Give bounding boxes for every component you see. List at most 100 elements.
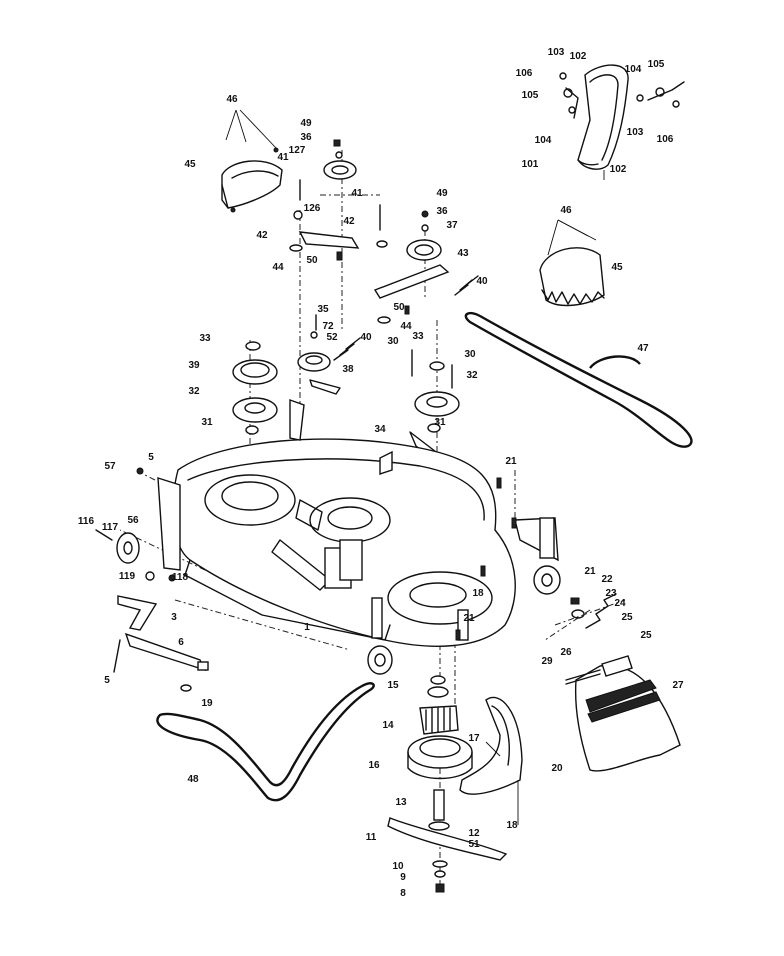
pulley-cover-right xyxy=(539,219,605,307)
callout-c52: 52 xyxy=(326,332,338,343)
callout-c46a: 46 xyxy=(226,94,238,105)
callout-c31b: 31 xyxy=(434,417,446,428)
idler-arm-right xyxy=(373,204,479,324)
callout-c56: 56 xyxy=(127,515,139,526)
callout-c33b: 33 xyxy=(412,331,424,342)
deflector-bracket-assembly xyxy=(559,64,685,180)
callout-c18a: 18 xyxy=(472,588,484,599)
callout-c127: 127 xyxy=(289,145,306,156)
callout-c102a: 102 xyxy=(570,51,587,62)
callout-c25a: 25 xyxy=(621,612,633,623)
callout-c11: 11 xyxy=(366,832,377,843)
callout-c30b: 30 xyxy=(464,349,476,360)
deck-studs xyxy=(455,477,517,641)
callout-c117: 117 xyxy=(102,522,119,533)
idler-pulley-center xyxy=(297,314,361,395)
callout-c16: 16 xyxy=(368,760,380,771)
callout-c41b: 41 xyxy=(351,188,363,199)
callout-c44a: 44 xyxy=(272,262,284,273)
callout-c35: 35 xyxy=(317,304,329,315)
callout-c103b: 103 xyxy=(627,127,644,138)
callout-c49b: 49 xyxy=(436,188,448,199)
callout-c10: 10 xyxy=(392,861,404,872)
callout-c36a: 36 xyxy=(300,132,312,143)
callout-c45a: 45 xyxy=(184,159,196,170)
callout-c102b: 102 xyxy=(610,164,627,175)
callout-c19: 19 xyxy=(201,698,213,709)
callout-c26: 26 xyxy=(560,647,572,658)
callout-c72: 72 xyxy=(322,321,334,332)
callout-c43: 43 xyxy=(457,248,469,259)
callout-c8: 8 xyxy=(400,888,406,899)
callout-c24: 24 xyxy=(614,598,626,609)
callout-c106a: 106 xyxy=(516,68,533,79)
callout-c42a: 42 xyxy=(256,230,268,241)
discharge-deflector-rod xyxy=(459,696,523,825)
callout-c105b: 105 xyxy=(648,59,665,70)
callout-c36b: 36 xyxy=(436,206,448,217)
callout-c126: 126 xyxy=(304,203,321,214)
pulley-stack-left xyxy=(232,341,278,435)
pulley-cover-left xyxy=(221,109,283,213)
callout-c22: 22 xyxy=(601,574,613,585)
callout-c39: 39 xyxy=(188,360,200,371)
mower-deck-housing xyxy=(172,399,516,647)
blade-spindle-assembly xyxy=(387,675,508,893)
callout-c21c: 21 xyxy=(584,566,596,577)
callout-c31a: 31 xyxy=(201,417,213,428)
callout-c45b: 45 xyxy=(611,262,623,273)
callout-c6: 6 xyxy=(178,637,184,648)
callout-c32a: 32 xyxy=(188,386,200,397)
callout-c20: 20 xyxy=(551,763,563,774)
callout-c13: 13 xyxy=(395,797,407,808)
callout-c119: 119 xyxy=(119,571,136,582)
front-hanger-and-wheel xyxy=(95,467,181,582)
callout-c104b: 104 xyxy=(625,64,642,75)
deck-link-rods xyxy=(113,595,209,692)
callout-c50b: 50 xyxy=(393,302,405,313)
callout-c1: 1 xyxy=(304,622,310,633)
callout-c14: 14 xyxy=(382,720,394,731)
callout-c40a: 40 xyxy=(476,276,488,287)
callout-c5a: 5 xyxy=(148,452,154,463)
callout-c37: 37 xyxy=(446,220,458,231)
callout-c104a: 104 xyxy=(535,135,552,146)
callout-c105a: 105 xyxy=(522,90,539,101)
callout-c48: 48 xyxy=(187,774,199,785)
callout-c47: 47 xyxy=(637,343,649,354)
callout-c101: 101 xyxy=(522,159,539,170)
callout-c21a: 21 xyxy=(505,456,517,467)
callout-c40b: 40 xyxy=(360,332,372,343)
discharge-chute xyxy=(554,593,681,772)
callout-c23: 23 xyxy=(605,588,617,599)
callout-c30a: 30 xyxy=(387,336,399,347)
callout-c29: 29 xyxy=(541,656,553,667)
callout-c41a: 41 xyxy=(277,152,289,163)
callout-c32b: 32 xyxy=(466,370,478,381)
callout-c12: 12 xyxy=(468,828,480,839)
callout-c5b: 5 xyxy=(104,675,110,686)
callout-c18b: 18 xyxy=(506,820,518,831)
belt-48 xyxy=(156,682,375,802)
callout-c44b: 44 xyxy=(400,321,412,332)
callout-c27: 27 xyxy=(672,680,684,691)
callout-c50a: 50 xyxy=(306,255,318,266)
callout-c51: 51 xyxy=(468,839,480,850)
callout-c38: 38 xyxy=(342,364,354,375)
callout-c17: 17 xyxy=(468,733,480,744)
callout-c46b: 46 xyxy=(560,205,572,216)
callout-c103a: 103 xyxy=(548,47,565,58)
callout-c25b: 25 xyxy=(640,630,652,641)
callout-c42b: 42 xyxy=(343,216,355,227)
deck-wheels xyxy=(367,517,561,675)
callout-c118: 118 xyxy=(172,572,189,583)
callout-c49a: 49 xyxy=(300,118,312,129)
callout-c21b: 21 xyxy=(463,613,475,624)
callout-c106b: 106 xyxy=(657,134,674,145)
callout-c3: 3 xyxy=(171,612,177,623)
callout-c15: 15 xyxy=(387,680,399,691)
belt-47 xyxy=(464,311,693,448)
callout-c57: 57 xyxy=(104,461,116,472)
